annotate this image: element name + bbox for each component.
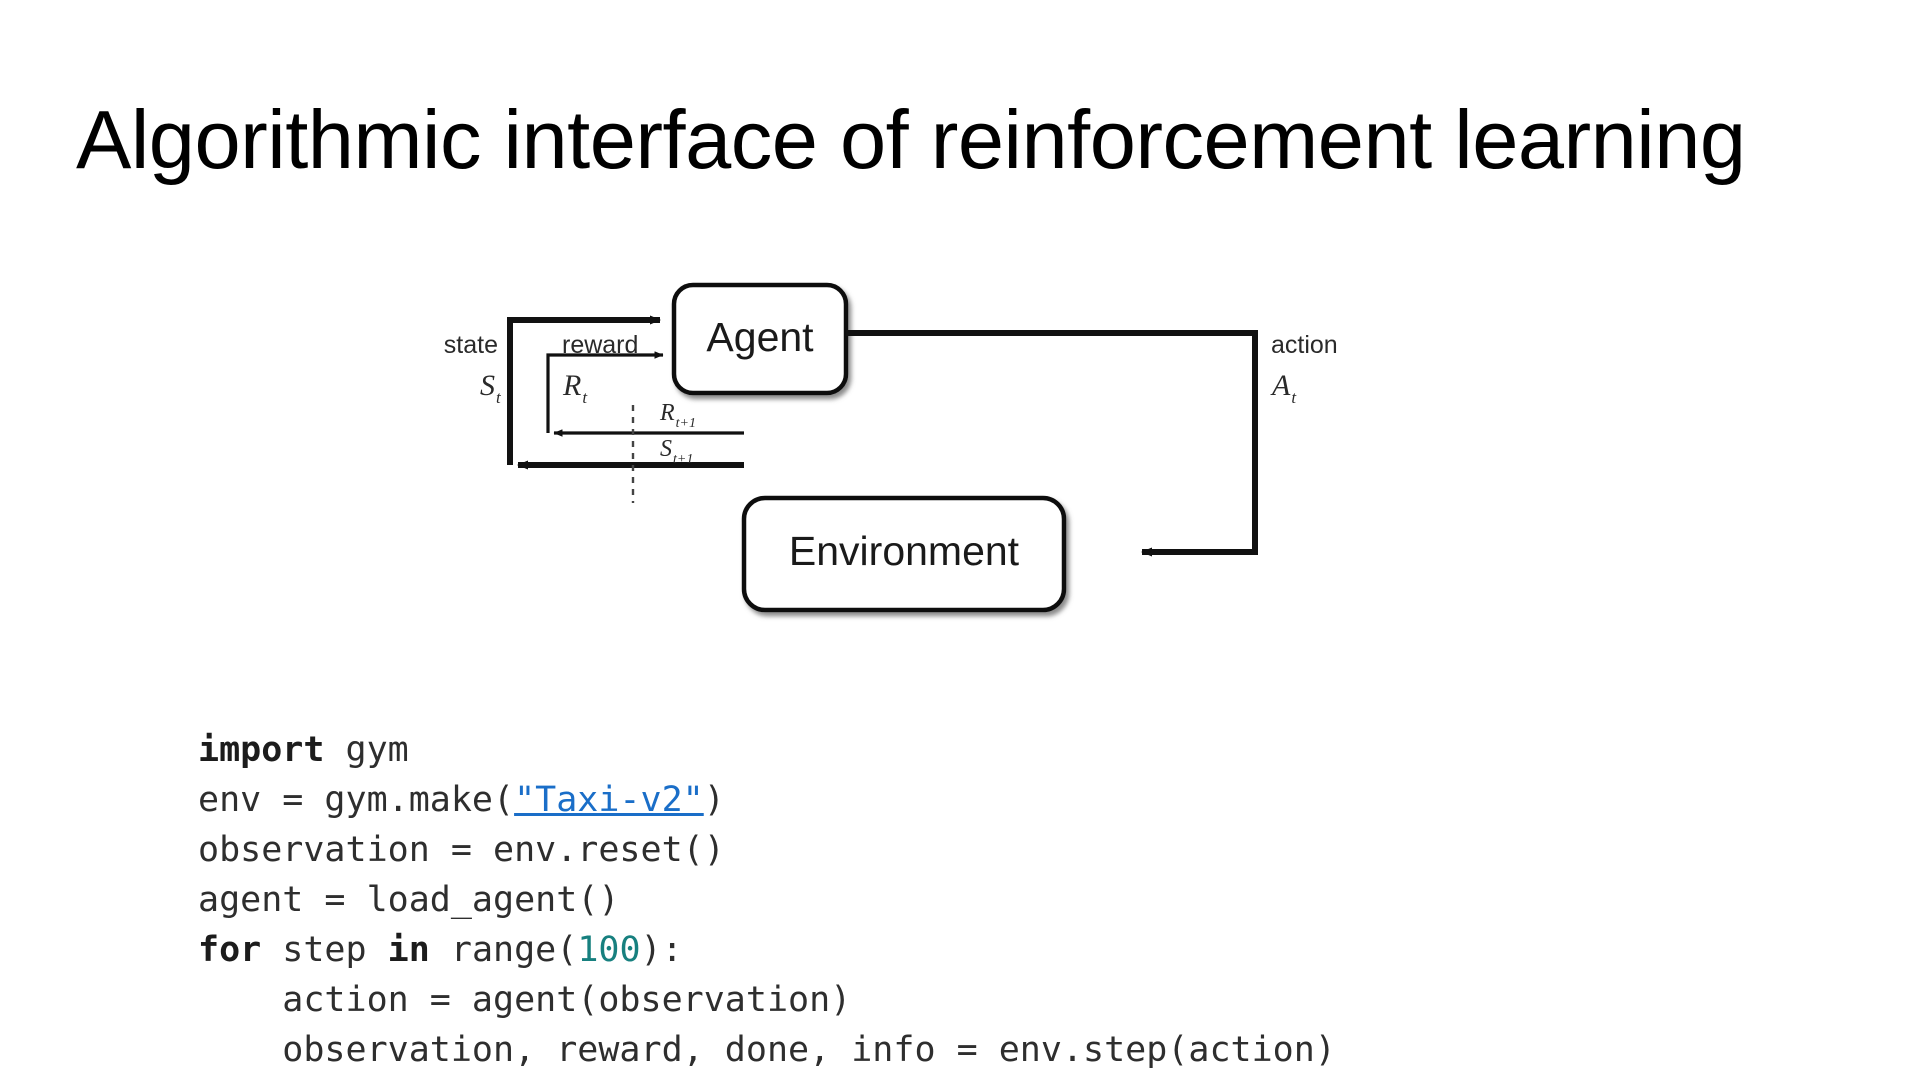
code-line: for step in range(100): [198, 925, 1336, 975]
code-number: 100 [577, 930, 641, 970]
code-line: agent = load_agent() [198, 875, 1336, 925]
edge-state [507, 315, 661, 465]
code-line: observation, reward, done, info = env.st… [198, 1025, 1336, 1075]
label-state-symbol: St [480, 369, 502, 407]
code-keyword: in [387, 930, 430, 970]
code-text: agent = load_agent() [198, 880, 620, 920]
label-reward-symbol: Rt [562, 369, 588, 407]
code-text: step [261, 930, 388, 970]
code-line: env = gym.make("Taxi-v2") [198, 775, 1336, 825]
code-text: env = gym.make( [198, 780, 515, 820]
label-state: state St [444, 331, 502, 407]
code-text: gym [324, 730, 409, 770]
node-agent-label: Agent [706, 314, 814, 360]
label-reward-next-symbol: Rt+1 [659, 400, 696, 431]
label-reward-next: Rt+1 [659, 400, 696, 431]
label-reward: reward Rt [562, 331, 638, 407]
code-text: action = agent(observation) [198, 980, 852, 1020]
code-text: range( [429, 930, 578, 970]
label-state-next-symbol: St+1 [660, 436, 693, 467]
edge-action [846, 330, 1258, 557]
code-line: observation = env.reset() [198, 825, 1336, 875]
code-text: ) [703, 780, 725, 820]
node-agent: Agent [671, 282, 849, 396]
label-reward-text: reward [562, 331, 638, 359]
code-string[interactable]: "Taxi-v2" [514, 780, 704, 820]
label-action: action At [1270, 331, 1338, 407]
code-keyword: import [198, 730, 325, 770]
page-title: Algorithmic interface of reinforcement l… [76, 92, 1746, 186]
code-keyword: for [198, 930, 262, 970]
label-action-symbol: At [1270, 369, 1297, 407]
label-state-next: St+1 [660, 436, 693, 467]
code-line: import gym [198, 725, 1336, 775]
code-text: ): [640, 930, 683, 970]
label-state-text: state [444, 331, 498, 359]
code-line: action = agent(observation) [198, 975, 1336, 1025]
code-text: observation, reward, done, info = env.st… [198, 1030, 1336, 1070]
edge-reward [546, 351, 664, 433]
node-environment-label: Environment [789, 528, 1020, 574]
code-text: observation = env.reset() [198, 830, 725, 870]
label-action-text: action [1271, 331, 1338, 359]
rl-loop-diagram: Agent Environment state St [330, 225, 1390, 625]
node-environment: Environment [741, 495, 1067, 613]
